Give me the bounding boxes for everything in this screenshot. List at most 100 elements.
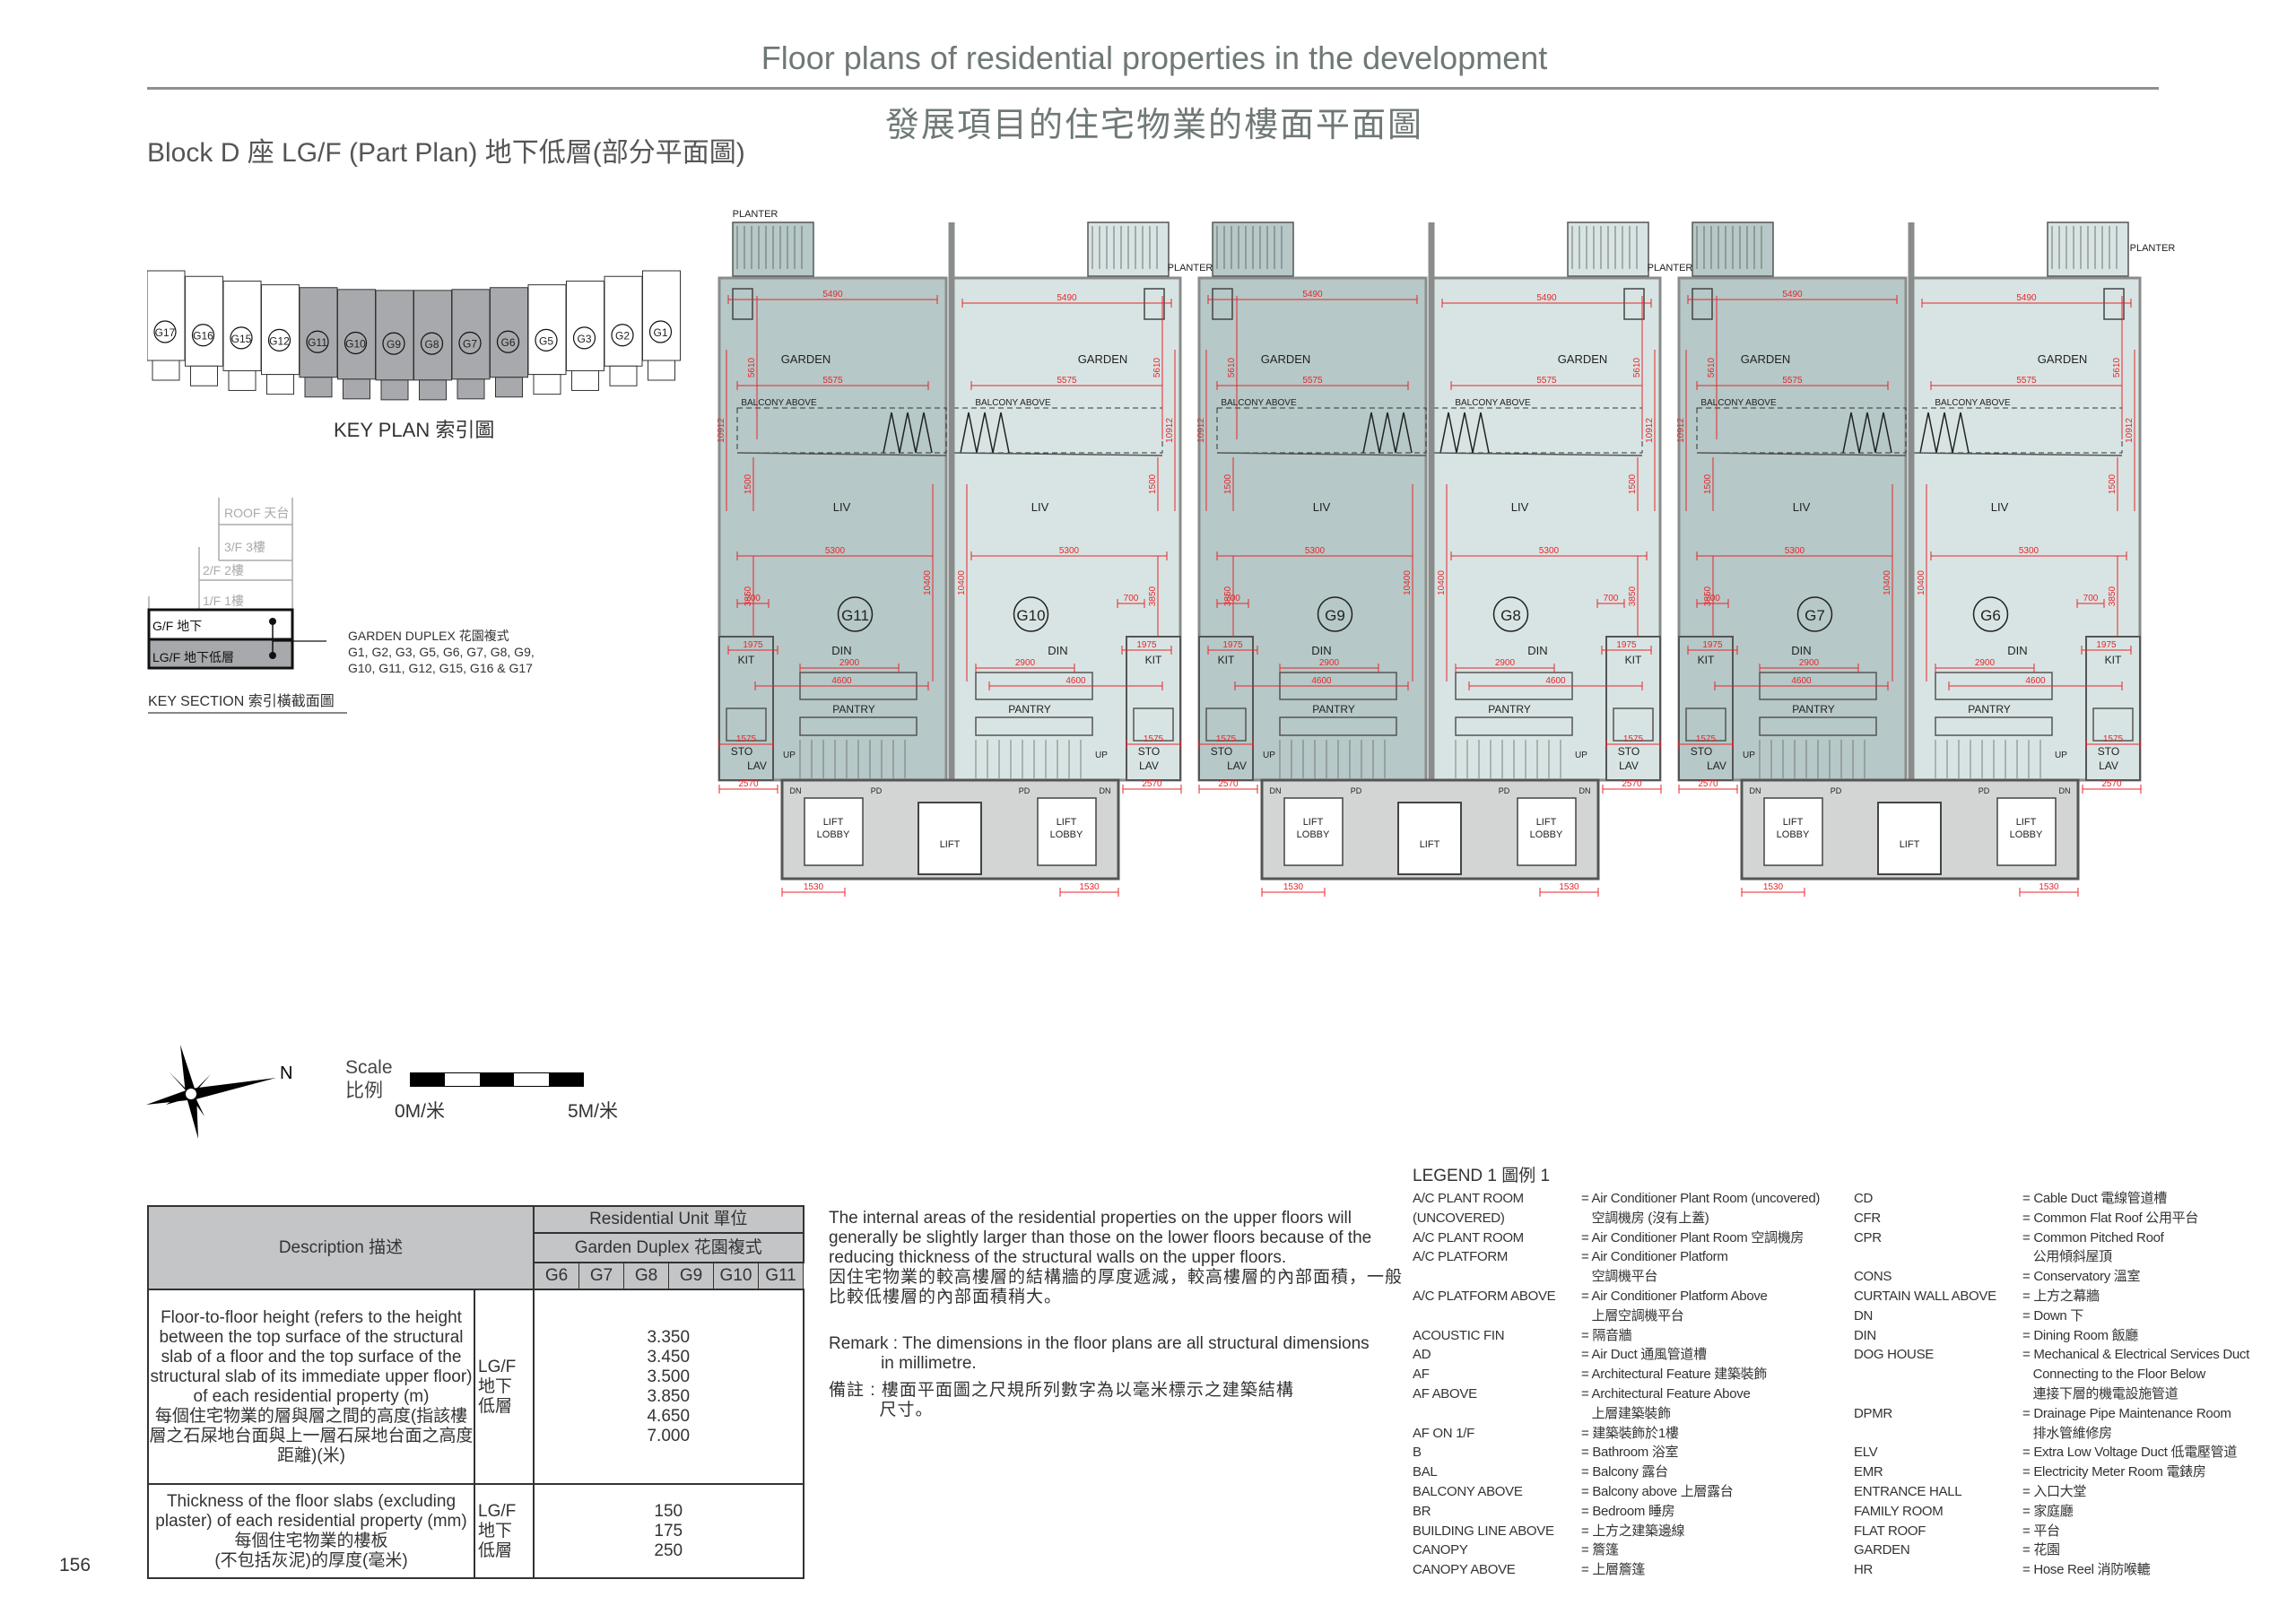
dimension-label: 10912 <box>1645 418 1655 443</box>
legend-code: CD <box>1854 1191 1874 1206</box>
key-plan-unit <box>490 287 528 398</box>
key-plan-unit-label: G17 <box>155 326 176 339</box>
room-label-din: DIN <box>1311 644 1331 657</box>
key-section-note-units-1: G1, G2, G3, G5, G6, G7, G8, G9, <box>348 645 535 659</box>
dimension-label: 5575 <box>2016 376 2037 386</box>
dimension-label: 2570 <box>1218 779 1239 789</box>
legend-code: A/C PLANT ROOM <box>1413 1229 1524 1245</box>
key-section-note: GARDEN DUPLEX 花園複式 G1, G2, G3, G5, G6, G… <box>348 628 535 676</box>
legend-code: HR <box>1854 1562 1874 1578</box>
legend-description: = Down 下 <box>2022 1307 2084 1324</box>
stair-dn-label: DN <box>1100 786 1111 795</box>
dimension-label: 1500 <box>1703 473 1713 494</box>
legend-title: LEGEND 1 圖例 1 <box>1413 1167 1551 1185</box>
lift-lobby-label: LOBBY <box>2010 829 2043 840</box>
dimension-label: 10400 <box>923 570 933 595</box>
floor-height-table: Description 描述 Residential Unit 單位 Garde… <box>147 1205 804 1579</box>
legend-code: ACOUSTIC FIN <box>1413 1327 1505 1343</box>
key-plan-unit <box>375 290 414 401</box>
room-label-up: UP <box>1263 751 1275 760</box>
pd-label: PD <box>1019 786 1031 795</box>
dimension-label: 1530 <box>1283 882 1304 892</box>
key-section-floor-roof: ROOF 天台 <box>224 506 289 520</box>
room-label-kit: KIT <box>738 654 755 666</box>
dimension-label: 5490 <box>1782 290 1803 299</box>
dimension-label: 10912 <box>1165 418 1175 443</box>
room-label-up: UP <box>1743 751 1755 760</box>
unit-marker <box>1972 596 2009 632</box>
unit-pair <box>1677 221 2142 881</box>
dimension-label: 4600 <box>1545 676 1566 686</box>
unit-g10 <box>952 221 1182 782</box>
room-label-liv: LIV <box>1793 500 1811 514</box>
legend-description: = Air Conditioner Plant Room (uncovered)… <box>1581 1191 1821 1226</box>
north-arrow-icon: N <box>146 1045 292 1139</box>
room-label-sto: STO <box>1211 745 1232 758</box>
room-label-lav: LAV <box>747 759 767 772</box>
room-label-pantry: PANTRY <box>1968 703 2011 716</box>
dimension-label: 5610 <box>1227 357 1237 378</box>
legend-description: = Common Pitched Roof 公用傾斜屋頂 <box>2022 1229 2164 1265</box>
legend-code: B <box>1413 1445 1422 1461</box>
room-label-din: DIN <box>2007 644 2027 657</box>
dimension-label: 5300 <box>1539 546 1560 556</box>
table-column-g6: G6 <box>533 1262 579 1290</box>
unit-g6 <box>1911 221 2142 782</box>
page-number: 156 <box>59 1555 91 1575</box>
legend-description: = 隔音牆 <box>1581 1327 1632 1343</box>
legend-code: DIN <box>1854 1327 1876 1343</box>
room-label-din: DIN <box>1791 644 1811 657</box>
remarks-block: The internal areas of the residential pr… <box>829 1209 1403 1420</box>
legend-item: AF ABOVE= Architectural Feature Above 上層… <box>1413 1384 1820 1424</box>
legend-item: DIN= Dining Room 飯廳 <box>1854 1326 2249 1346</box>
planter-label: PLANTER <box>1168 263 1213 273</box>
table-column-g11: G11 <box>758 1262 804 1290</box>
room-label-garden: GARDEN <box>1741 352 1791 366</box>
balcony-above-label: BALCONY ABOVE <box>975 398 1051 408</box>
dimension-label: 1500 <box>1628 473 1638 494</box>
stair-dn-label: DN <box>1579 786 1591 795</box>
area-note-zh: 因住宅物業的較高樓層的結構牆的厚度遞減，較高樓層的內部面積，一般比較低樓層的內部… <box>829 1268 1404 1306</box>
legend-description: = 上方之建築邊線 <box>1581 1523 1685 1539</box>
key-plan-unit <box>147 270 186 381</box>
key-plan-unit <box>413 290 452 401</box>
room-label-din: DIN <box>831 644 851 657</box>
key-plan-unit-label: G6 <box>500 336 515 349</box>
room-label-lav: LAV <box>1619 759 1639 772</box>
room-label-sto: STO <box>2098 745 2119 758</box>
room-label-liv: LIV <box>1031 500 1049 514</box>
legend-code: EMR <box>1854 1464 1883 1480</box>
dimension-label: 5490 <box>1536 293 1557 303</box>
room-label-garden: GARDEN <box>1261 352 1311 366</box>
legend-description: = 上層簷篷 <box>1581 1562 1646 1578</box>
legend-code: AF <box>1413 1367 1430 1383</box>
legend-item: BALCONY ABOVE= Balcony above 上層露台 <box>1413 1482 1820 1502</box>
room-label-pantry: PANTRY <box>832 703 875 716</box>
legend-code: BR <box>1413 1503 1431 1519</box>
dimension-label: 5610 <box>1152 357 1162 378</box>
dimension-label: 5575 <box>1536 376 1557 386</box>
legend-description: = 花園 <box>2022 1542 2060 1558</box>
legend-item: BR= Bedroom 睡房 <box>1413 1502 1820 1522</box>
table-row-floor: LG/F 地下 低層 <box>474 1483 535 1579</box>
legend-code: A/C PLATFORM <box>1413 1249 1509 1265</box>
room-label-pantry: PANTRY <box>1312 703 1355 716</box>
legend-code: DN <box>1854 1307 1874 1324</box>
dimension-label: 3850 <box>1148 586 1158 606</box>
key-section-floor-gf: G/F 地下 <box>152 619 202 633</box>
lift-lobby <box>780 778 1120 881</box>
dimension-label: 5610 <box>1707 357 1717 378</box>
dimension-label: 2570 <box>738 779 759 789</box>
legend-description: = Conservatory 溫室 <box>2022 1269 2141 1285</box>
key-section-floor-1f: 1/F 1樓 <box>203 594 244 608</box>
room-label-lav: LAV <box>1707 759 1726 772</box>
legend-description: = 建築裝飾於1樓 <box>1581 1425 1679 1441</box>
room-label-liv: LIV <box>833 500 851 514</box>
key-plan-unit-label: G15 <box>231 333 252 345</box>
dimension-label: 10912 <box>2125 418 2135 443</box>
dimension-label: 5490 <box>822 290 843 299</box>
key-plan-unit-label: G9 <box>387 338 401 351</box>
lift-lobby-label: LIFT <box>2016 817 2037 828</box>
lift-lobby-label: LOBBY <box>1297 829 1330 840</box>
